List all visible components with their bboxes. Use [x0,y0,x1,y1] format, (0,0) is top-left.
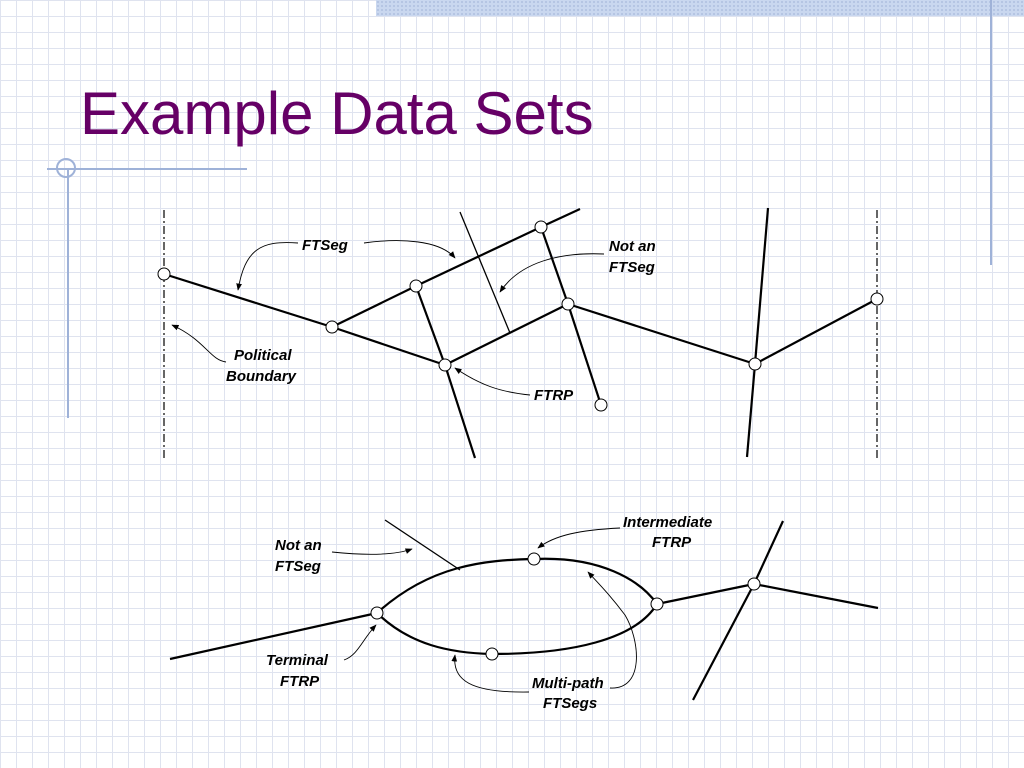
bottom-diagram: Intermediate FTRP Not an FTSeg Terminal … [169,514,879,712]
road-segment [331,285,417,328]
callout-arrow [171,324,227,363]
non-ftseg-line [384,519,461,571]
road-segment [540,208,581,228]
road-segment [414,285,447,366]
label-terminal-2: FTRP [280,673,320,690]
callout-arrow [537,527,621,549]
slide-title: Example Data Sets [80,80,594,147]
node-circle [534,220,548,234]
label-not-an-ftseg-1: Not an [609,238,656,255]
label-terminal-1: Terminal [266,652,329,669]
node-circle [370,606,384,620]
road-segment [656,582,755,606]
road-segment [753,582,879,610]
node-circle [409,279,423,293]
node-circle [485,647,499,661]
label-multipath-2: FTSegs [543,695,597,712]
callout-arrow [236,242,299,291]
node-circle [747,577,761,591]
node-circle [870,292,884,306]
multipath-ftseg-upper [376,557,658,614]
non-ftseg-line [459,211,511,334]
label-multipath-1: Multi-path [532,675,604,692]
label-political-2: Boundary [226,368,297,385]
node-circle [650,597,664,611]
node-circle [594,398,608,412]
header-decoration-band [376,0,1024,16]
label-political-1: Political [234,347,292,364]
title-underline [47,168,247,170]
multipath-ftseg-lower [376,603,658,656]
node-circle [561,297,575,311]
callout-arrow [587,571,637,689]
label-intermediate-2: FTRP [652,534,692,551]
road-segment [566,303,603,406]
label-not-an-ftseg-1: Not an [275,537,322,554]
callout-arrow [363,240,456,259]
node-circle [157,267,171,281]
node-circle [748,357,762,371]
label-ftrp: FTRP [534,387,574,404]
top-diagram: FTSeg Not an FTSeg Political Boundary FT… [157,207,884,460]
decorative-vertical-line-right [990,0,992,265]
road-segment [539,226,570,305]
road-segment [753,207,770,365]
road-segment [745,363,757,458]
label-not-an-ftseg-2: FTSeg [609,259,655,276]
road-segment [443,364,477,459]
road-segment [163,272,333,329]
callout-arrow [343,624,377,661]
decorative-vertical-line-left [67,168,69,418]
title-circle-ornament [56,158,76,178]
label-not-an-ftseg-2: FTSeg [275,558,321,575]
callout-arrow [331,548,413,555]
callout-arrow [451,654,530,693]
label-ftseg: FTSeg [302,237,348,254]
node-circle [325,320,339,334]
road-segment [444,303,569,366]
node-circle [438,358,452,372]
label-intermediate-1: Intermediate [623,514,712,531]
node-circle [527,552,541,566]
road-segment [753,520,784,585]
road-segment [169,611,378,661]
callout-arrow [454,367,531,396]
road-segment [692,583,755,701]
road-segment [567,302,756,366]
callout-arrow [499,253,605,293]
road-segment [331,325,446,367]
road-segment [754,298,878,365]
